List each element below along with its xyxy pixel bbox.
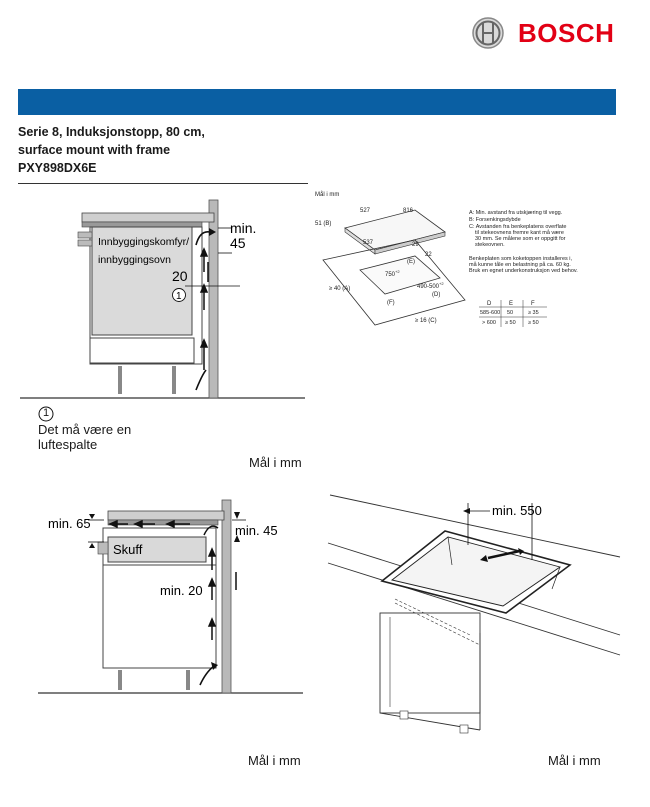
dim-16C: ≥ 16 (C) (415, 318, 437, 324)
label-45: 45 (230, 235, 246, 251)
dim-22: 22 (425, 252, 432, 258)
title-divider (18, 183, 308, 184)
dim-40A: ≥ 40 (A) (329, 286, 350, 292)
dim-D: (D) (432, 292, 440, 298)
def-table: D E F 585-600 50 ≥ 35 > 600 ≥ 50 ≥ 50 (479, 300, 547, 327)
label-min550: min. 550 (492, 503, 542, 518)
label-min45: min. 45 (235, 523, 278, 538)
dim-537: 537 (363, 240, 374, 246)
label-min20: min. 20 (160, 583, 203, 598)
note-line-2: luftespalte (38, 437, 98, 452)
label-appliance-line1: Innbyggingskomfyr/ (98, 236, 189, 248)
legend-A: A: Min. avstand fra utskjæring til vegg. (469, 210, 563, 216)
model-number: PXY898DX6E (18, 161, 97, 175)
units-label-3: Mål i mm (248, 753, 301, 768)
td-r1-E: 50 (507, 310, 513, 316)
dim-750: 750+2 (385, 269, 400, 278)
brand-wordmark: BOSCH (518, 18, 615, 48)
bosch-armature-icon (472, 17, 504, 49)
callout-1: 1 (176, 291, 182, 302)
dim-816: 816 (403, 208, 414, 214)
label-drawer: Skuff (113, 542, 143, 557)
benk-3: Bruk en egnet underkonstruksjon ved beho… (469, 268, 578, 274)
dim-490-500: 490-500+2 (417, 281, 444, 290)
title-line-1: Serie 8, Induksjonstopp, 80 cm, (18, 125, 205, 139)
legend-C2: til stekeovnens fremre kant må være (475, 229, 564, 236)
legend-C3: 30 mm. Se målene som er oppgitt for (475, 235, 566, 242)
units-label-4: Mål i mm (548, 753, 601, 768)
diagram-oven-section: min. 45 20 1 Innbyggingskomfyr/ innbyggi… (20, 199, 305, 399)
units-top: Mål i mm (315, 191, 339, 198)
units-label-1: Mål i mm (249, 455, 302, 470)
note-callout: 1 (38, 406, 60, 428)
bosch-logo: BOSCH (470, 14, 620, 54)
legend-C1: C: Avstanden fra benkeplatens overflate (469, 224, 566, 230)
dim-29: 29 (412, 242, 419, 248)
benk-1: Benkeplaten som koketoppen installeres i… (469, 256, 573, 262)
air-gap-note: Det må være en luftespalte (38, 422, 131, 452)
td-r1-D: 585-600 (480, 310, 500, 316)
th-F: F (531, 301, 535, 307)
td-r1-F: ≥ 35 (528, 310, 539, 316)
diagram-drawer-section: min. 65 min. 45 Skuff min. 20 (38, 499, 303, 694)
note-number: 1 (43, 407, 50, 419)
legend-C4: stekeovnen. (475, 242, 505, 248)
th-E: E (509, 301, 513, 307)
dim-E: (E) (407, 259, 415, 265)
td-r2-F: ≥ 50 (528, 320, 539, 326)
note-line-1: Det må være en (38, 422, 132, 437)
diagram-cutout-dimensions: Mål i mm 527 816 51 (B) 537 29 22 750+2 … (315, 191, 578, 327)
label-min65: min. 65 (48, 516, 91, 531)
diagram-perspective-install: min. 550 (327, 494, 621, 734)
th-D: D (487, 301, 492, 307)
td-r2-E: ≥ 50 (505, 320, 516, 326)
label-20: 20 (172, 268, 188, 284)
dim-51: 51 (B) (315, 221, 331, 227)
dim-527: 527 (360, 208, 371, 214)
td-r2-D: > 600 (482, 320, 496, 326)
title-line-2: surface mount with frame (18, 143, 171, 157)
benk-2: må kunne tåle en belastning på ca. 60 kg… (469, 261, 571, 268)
label-min: min. (230, 220, 256, 236)
product-title: Serie 8, Induksjonstopp, 80 cm, surface … (18, 123, 318, 177)
label-appliance-line2: innbyggingsovn (98, 254, 171, 266)
dim-F: (F) (387, 300, 395, 306)
legend-B: B: Forsenkingsdybde (469, 217, 521, 223)
header-bar (18, 89, 616, 115)
